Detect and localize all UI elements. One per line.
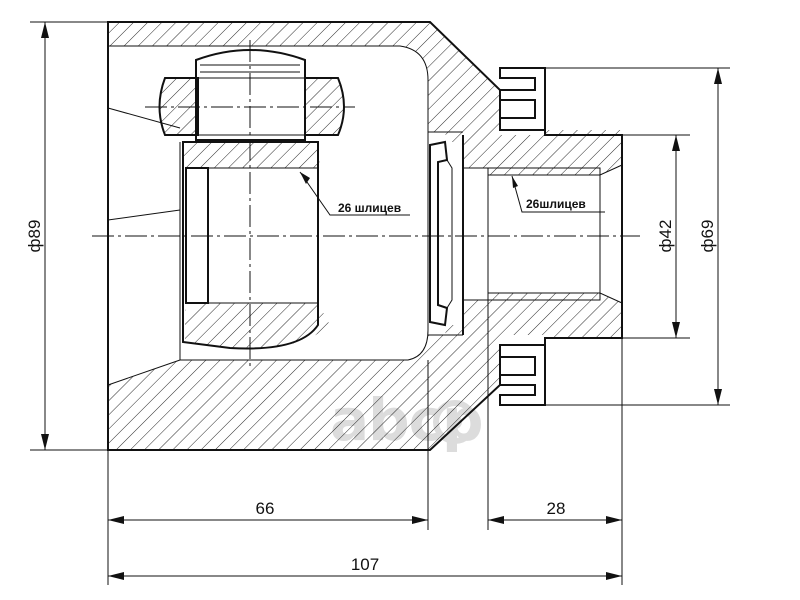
dimension-stub-length: 28 <box>487 300 623 585</box>
dimension-outer-diameter-text: ф89 <box>25 220 44 253</box>
spline-note-outer-text: 26шлицев <box>526 197 586 211</box>
spline-note-outer: 26шлицев <box>511 175 605 213</box>
seal-ring <box>429 140 453 327</box>
housing-outline <box>107 21 623 451</box>
dimension-bore-diameter: ф42 <box>622 134 690 339</box>
dimension-body-length-text: 66 <box>256 499 275 518</box>
dimension-total-length-text: 107 <box>351 555 379 574</box>
dimension-bore-diameter-text: ф42 <box>656 220 675 253</box>
spline-note-inner-text: 26 шлицев <box>338 201 401 215</box>
dimension-body-length: 66 <box>107 360 429 585</box>
spline-note-inner: 26 шлицев <box>299 171 410 216</box>
dimension-total-length: 107 <box>108 555 622 580</box>
dimension-flange-diameter: ф69 <box>545 67 730 406</box>
dimension-stub-length-text: 28 <box>547 499 566 518</box>
center-lines <box>92 40 640 370</box>
boot-clip-lower <box>499 344 546 406</box>
dimension-flange-diameter-text: ф69 <box>698 220 717 253</box>
boot-clip-upper <box>499 67 546 131</box>
dimension-outer-diameter: ф89 <box>25 21 108 451</box>
